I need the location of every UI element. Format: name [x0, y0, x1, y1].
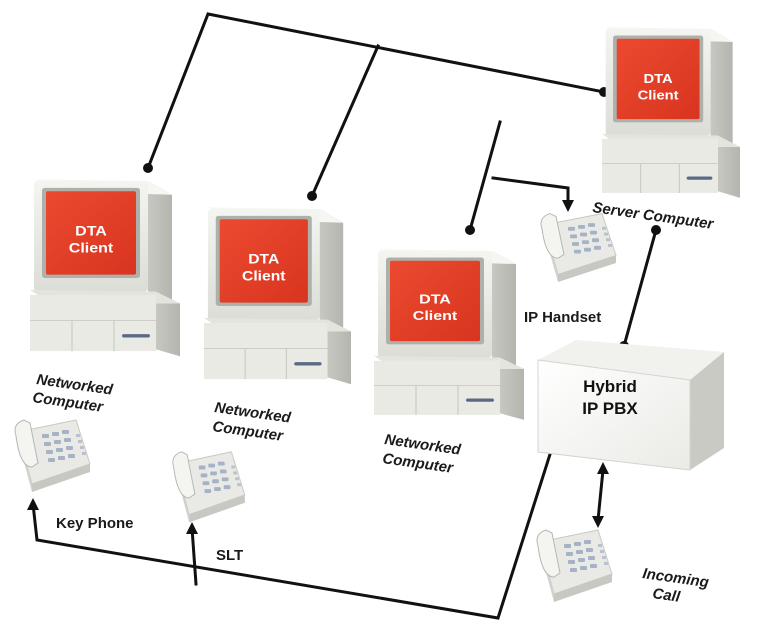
networked-computer-2: DTA Client [203, 206, 352, 385]
wire-middle-client [310, 44, 380, 198]
wire-pbx-incoming [596, 468, 605, 522]
incoming-call-phone [536, 529, 613, 603]
wire-ip-handset [491, 176, 570, 202]
wire-slt-branch [190, 526, 198, 586]
server-screen-line2: Client [638, 87, 679, 102]
client1-screen-line1: DTA [75, 225, 107, 240]
wire-third-client [468, 120, 502, 232]
network-wires [31, 12, 658, 620]
key-phone [14, 419, 91, 493]
networked-computer-1: DTA Client [29, 178, 181, 357]
wire-server-pbx [622, 228, 658, 348]
arrow-to-ip-handset [562, 200, 574, 212]
hybrid-ip-pbx: Hybrid IP PBX [537, 340, 724, 471]
client3-screen-line1: DTA [419, 293, 451, 307]
incoming-call-label-line2: Call [651, 585, 681, 606]
ip-handset-phone [540, 213, 617, 283]
pbx-label-line1: Hybrid [583, 377, 637, 396]
client1-screen-line2: Client [69, 242, 113, 257]
networked-computer-3: DTA Client [373, 248, 525, 421]
key-phone-label: Key Phone [56, 515, 134, 532]
arrow-to-key-phone [27, 498, 39, 510]
pbx-label-line2: IP PBX [582, 399, 638, 418]
server-computer: DTA Client [601, 26, 741, 199]
ip-handset-label: IP Handset [524, 309, 601, 326]
client2-screen-line1: DTA [248, 252, 279, 267]
slt-label: SLT [216, 547, 243, 564]
slt-phone [172, 451, 246, 523]
server-screen-line1: DTA [644, 71, 673, 86]
wire-left-client [146, 12, 606, 170]
client2-screen-line2: Client [242, 269, 286, 284]
arrow-to-slt [186, 522, 198, 534]
client3-screen-line2: Client [413, 309, 458, 323]
arrow-up-pbx-incoming [597, 462, 609, 474]
wire-pbx-phones [31, 446, 554, 620]
arrow-down-pbx-incoming [592, 516, 604, 528]
